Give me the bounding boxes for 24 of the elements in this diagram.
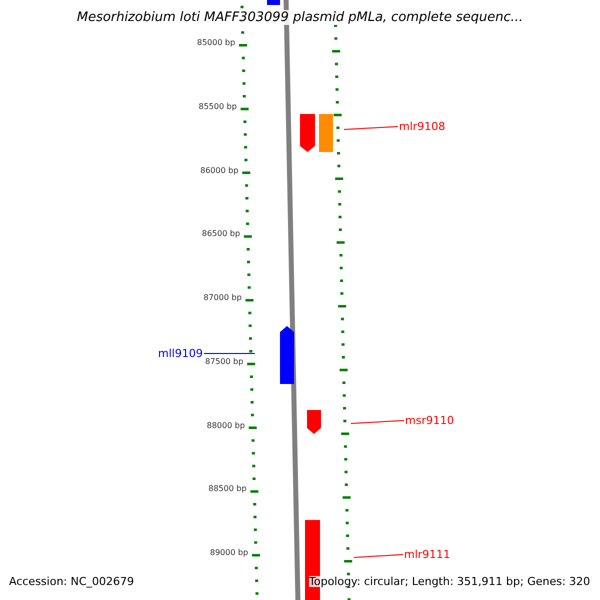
gene-arrow — [280, 326, 294, 384]
gene-arrow — [307, 410, 321, 434]
tick-label: 85500 bp — [198, 102, 237, 111]
tick-label: 88500 bp — [208, 485, 247, 494]
tick-label: 88000 bp — [206, 422, 245, 430]
tick-label: 86500 bp — [202, 230, 240, 238]
gene-label: mlr9108 — [399, 121, 446, 132]
accession-text: Accession: NC_002679 — [9, 576, 134, 587]
tick-label: 87000 bp — [204, 294, 242, 302]
tick-label: 87500 bp — [205, 358, 244, 366]
gene-label: msr9110 — [405, 415, 454, 426]
map-title: Mesorhizobium loti MAFF303099 plasmid pMLa, complete sequenc... — [76, 10, 524, 25]
tick-label: 89000 bp — [210, 549, 248, 557]
summary-text: Topology: circular; Length: 351,911 bp; Genes: 320 — [309, 576, 590, 587]
gene-arrow — [267, 0, 280, 5]
leader-line — [343, 126, 398, 130]
tick-label: 85000 bp — [197, 39, 236, 47]
leader-line — [204, 353, 256, 354]
leader-line — [354, 554, 404, 558]
gene-label: mlr9111 — [404, 549, 450, 560]
gene-arrow — [300, 114, 315, 152]
gene-label: mll9109 — [158, 348, 203, 359]
leader-line — [350, 420, 404, 424]
tick-label: 86000 bp — [200, 166, 238, 174]
